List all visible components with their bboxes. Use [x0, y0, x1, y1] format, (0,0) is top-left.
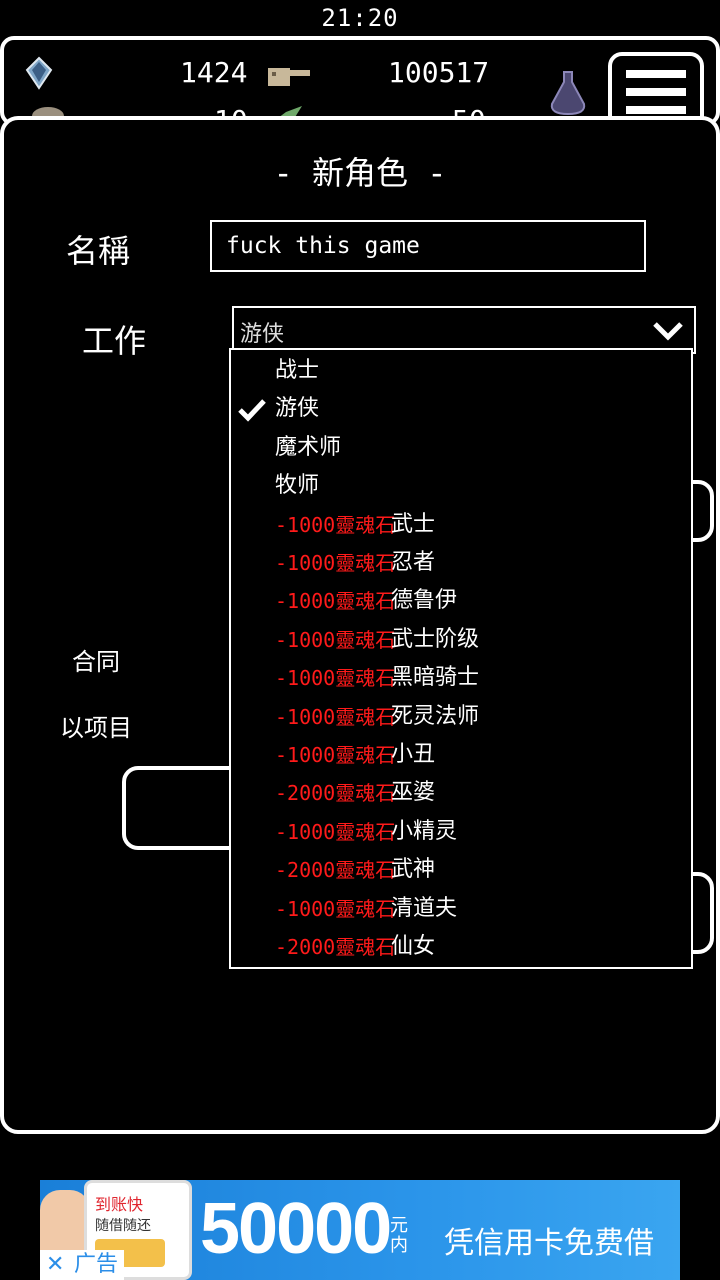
ad-banner[interactable]: 到账快 随借随还 50000 元内 凭信用卡免费借 ✕ 广告	[40, 1180, 680, 1280]
menu-button[interactable]	[608, 52, 704, 122]
job-option-name: 巫婆	[391, 780, 436, 806]
ad-text: 凭信用卡免费借	[444, 1226, 654, 1261]
status-time: 21:20	[321, 4, 399, 32]
job-option[interactable]: 游侠	[231, 390, 691, 428]
job-option-cost: -1000靈魂石	[275, 666, 396, 691]
ad-unit: 元内	[390, 1216, 408, 1256]
job-option-cost: -1000靈魂石	[275, 627, 396, 652]
job-option-name: 牧师	[275, 473, 320, 499]
ad-label: 广告	[74, 1252, 119, 1277]
job-option[interactable]: -1000靈魂石忍者	[231, 544, 691, 582]
contract-label: 合同	[72, 648, 120, 676]
job-option-name: 死灵法师	[391, 703, 480, 729]
ad-phone-line1: 到账快	[95, 1195, 144, 1214]
job-option-cost: -2000靈魂石	[275, 935, 396, 959]
job-option-name: 黑暗骑士	[391, 665, 480, 691]
dialog-title: - 新角色 -	[273, 154, 447, 192]
job-option-name: 小精灵	[391, 818, 458, 844]
job-option[interactable]: -1000靈魂石德鲁伊	[231, 582, 691, 620]
ad-amount: 50000	[200, 1189, 392, 1269]
job-label: 工作	[82, 322, 147, 360]
job-option[interactable]: -2000靈魂石仙女	[231, 928, 691, 966]
chevron-down-icon	[653, 322, 683, 341]
job-option-name: 武神	[391, 857, 436, 883]
job-option-name: 仙女	[391, 934, 436, 959]
job-option[interactable]: 牧师	[231, 467, 691, 505]
job-select-value: 游侠	[240, 322, 285, 347]
job-option-name: 清道夫	[391, 895, 458, 921]
checkmark-icon	[238, 399, 266, 422]
name-input[interactable]: fuck this game	[210, 220, 646, 272]
items-label: 以项目	[60, 714, 132, 742]
job-option-name: 小丑	[391, 742, 436, 767]
job-option[interactable]: 魔术师	[231, 429, 691, 467]
job-option[interactable]: -1000靈魂石清道夫	[231, 890, 691, 928]
job-option[interactable]: -1000靈魂石武士	[231, 506, 691, 544]
job-option-cost: -1000靈魂石	[275, 589, 396, 614]
job-option[interactable]: -2000靈魂石武神	[231, 851, 691, 889]
job-option-name: 游侠	[275, 396, 320, 422]
job-option[interactable]: -1000靈魂石黑暗骑士	[231, 659, 691, 697]
job-option-cost: -1000靈魂石	[275, 743, 396, 767]
gems-count: 1424	[180, 56, 248, 89]
job-option-cost: -1000靈魂石	[275, 551, 396, 575]
job-option-cost: -2000靈魂石	[275, 781, 396, 806]
potion-icon	[550, 71, 586, 116]
job-option[interactable]: -1000靈魂石武士阶级	[231, 621, 691, 659]
job-option-name: 武士阶级	[391, 626, 480, 652]
job-option[interactable]: -1000靈魂石死灵法师	[231, 698, 691, 736]
job-option-name: 德鲁伊	[391, 588, 458, 614]
job-option-cost: -1000靈魂石	[275, 819, 396, 844]
job-option-cost: -1000靈魂石	[275, 896, 396, 921]
job-option-cost: -1000靈魂石	[275, 512, 396, 537]
job-option-cost: -1000靈魂石	[275, 704, 396, 729]
job-option-name: 战士	[275, 358, 320, 383]
job-option-name: 武士	[391, 511, 436, 537]
gold-count: 100517	[388, 56, 490, 89]
pointing-hand-icon	[268, 68, 310, 86]
job-dropdown-list: 战士游侠魔术师牧师-1000靈魂石武士-1000靈魂石忍者-1000靈魂石德鲁伊…	[229, 348, 693, 969]
ad-phone-line2: 随借随还	[95, 1218, 151, 1234]
job-option-cost: -2000靈魂石	[275, 858, 396, 883]
gem-icon	[25, 56, 53, 90]
name-label: 名稱	[66, 232, 131, 270]
resource-bar: 1424 100517 10 50	[0, 36, 720, 126]
ad-unit-line1: 元	[390, 1215, 408, 1236]
job-option[interactable]: 战士	[231, 352, 691, 390]
ad-unit-line2: 内	[390, 1235, 408, 1256]
ad-close-button[interactable]: ✕ 广告	[40, 1250, 124, 1280]
job-option-name: 魔术师	[275, 434, 342, 460]
job-option[interactable]: -1000靈魂石小精灵	[231, 813, 691, 851]
close-icon: ✕	[46, 1252, 65, 1277]
job-option-name: 忍者	[391, 550, 436, 575]
job-option[interactable]: -1000靈魂石小丑	[231, 736, 691, 774]
job-select[interactable]: 游侠	[232, 306, 696, 354]
job-option[interactable]: -2000靈魂石巫婆	[231, 774, 691, 812]
